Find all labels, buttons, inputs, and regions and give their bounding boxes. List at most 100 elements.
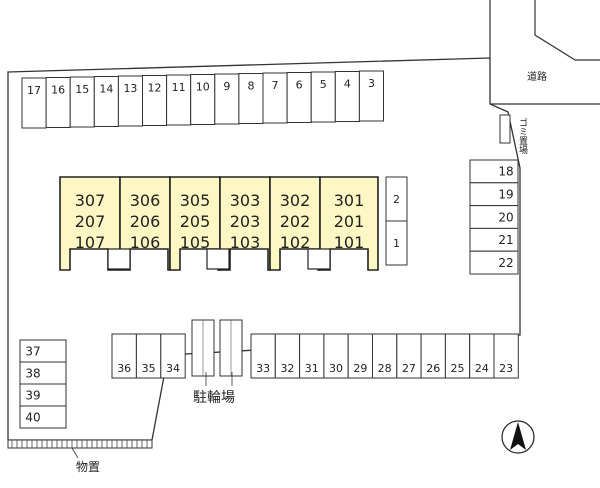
parking-space-25: 25 xyxy=(444,333,471,379)
room-number: 206 xyxy=(130,212,161,231)
room-number: 107 xyxy=(75,233,106,252)
room-number: 102 xyxy=(280,233,311,252)
space-number: 26 xyxy=(426,362,440,375)
space-number: 35 xyxy=(142,362,156,375)
parking-space-33: 33 xyxy=(250,333,276,379)
room-number: 207 xyxy=(75,212,106,231)
parking-space-21: 21 xyxy=(469,227,519,252)
parking-space-5: 5 xyxy=(310,71,336,123)
road: 道路 xyxy=(489,0,600,105)
garbage-area: ゴミ置場 xyxy=(499,114,528,155)
space-number: 39 xyxy=(25,388,40,402)
parking-space-23: 23 xyxy=(493,333,519,379)
parking-space-39: 39 xyxy=(19,383,67,407)
room-number: 305 xyxy=(180,191,211,210)
parking-space-29: 29 xyxy=(347,333,374,379)
space-number: 21 xyxy=(498,233,513,247)
left-parking-column: 37 38 39 40 xyxy=(19,339,67,429)
space-number: 17 xyxy=(27,84,41,97)
garbage-label: ゴミ置場 xyxy=(517,117,528,155)
space-number: 11 xyxy=(172,81,186,94)
room-number: 101 xyxy=(334,233,365,252)
parking-space-35: 35 xyxy=(135,333,162,379)
space-number: 18 xyxy=(498,165,513,179)
room-number: 307 xyxy=(75,191,106,210)
space-number: 4 xyxy=(344,78,351,91)
parking-space-15: 15 xyxy=(69,76,95,128)
unit-301: 301 201 101 xyxy=(319,176,379,271)
room-number: 201 xyxy=(334,212,365,231)
space-number: 29 xyxy=(353,362,367,375)
space-number: 31 xyxy=(305,362,319,375)
room-number: 203 xyxy=(230,212,261,231)
road-label: 道路 xyxy=(527,70,547,83)
space-number: 19 xyxy=(498,188,513,202)
parking-space-8: 8 xyxy=(238,73,264,124)
parking-space-13: 13 xyxy=(117,75,144,127)
space-number: 13 xyxy=(123,82,137,95)
parking-space-17: 17 xyxy=(21,77,47,129)
storage-label: 物置 xyxy=(76,460,100,474)
side-parking-column: 21 xyxy=(385,176,408,266)
space-number: 14 xyxy=(99,83,113,96)
space-number: 6 xyxy=(296,79,303,92)
space-number: 8 xyxy=(247,80,254,93)
parking-space-34: 34 xyxy=(160,333,186,379)
space-number: 15 xyxy=(75,83,89,96)
room-number: 106 xyxy=(130,233,161,252)
parking-space-9: 9 xyxy=(214,73,240,125)
north-arrow-icon xyxy=(501,420,535,454)
room-number: 306 xyxy=(130,191,161,210)
parking-space-22: 22 xyxy=(469,250,519,275)
parking-space-24: 24 xyxy=(469,333,495,379)
space-number: 20 xyxy=(498,210,513,224)
parking-space-14: 14 xyxy=(93,76,119,127)
room-number: 303 xyxy=(230,191,261,210)
space-number: 22 xyxy=(498,256,513,270)
space-number: 25 xyxy=(451,362,465,375)
parking-space-6: 6 xyxy=(286,72,312,123)
space-number: 30 xyxy=(329,362,343,375)
parking-space-12: 12 xyxy=(142,75,168,126)
parking-space-38: 38 xyxy=(19,361,67,385)
parking-space-37: 37 xyxy=(19,339,67,363)
parking-space-10: 10 xyxy=(190,74,216,125)
apartment-building: 3072071073062061063052051053032031033022… xyxy=(59,176,379,271)
room-number: 202 xyxy=(280,212,311,231)
space-number: 38 xyxy=(25,366,40,380)
parking-space-26: 26 xyxy=(420,333,446,379)
space-number: 37 xyxy=(25,344,40,358)
unit-307: 307 207 107 xyxy=(59,176,121,271)
parking-space-1: 1 xyxy=(385,220,408,266)
room-number: 301 xyxy=(334,191,365,210)
storage-area: 物置 xyxy=(7,439,153,474)
bicycle-label: 駐輪場 xyxy=(193,389,235,406)
parking-space-3: 3 xyxy=(358,70,384,122)
parking-space-40: 40 xyxy=(19,405,67,429)
space-number: 28 xyxy=(378,362,392,375)
space-number: 40 xyxy=(25,410,40,424)
space-number: 10 xyxy=(196,81,210,94)
parking-space-19: 19 xyxy=(469,182,519,207)
space-number: 7 xyxy=(272,79,279,92)
parking-space-30: 30 xyxy=(323,333,349,379)
space-number: 3 xyxy=(368,77,375,90)
parking-space-20: 20 xyxy=(469,205,519,229)
space-number: 1 xyxy=(393,237,400,250)
parking-space-7: 7 xyxy=(262,72,288,124)
space-number: 5 xyxy=(320,78,327,91)
parking-space-28: 28 xyxy=(372,333,398,379)
parking-space-4: 4 xyxy=(334,71,360,122)
space-number: 27 xyxy=(402,362,416,375)
space-number: 12 xyxy=(148,82,162,95)
parking-space-18: 18 xyxy=(469,159,519,184)
parking-space-32: 32 xyxy=(274,333,301,379)
parking-space-11: 11 xyxy=(166,74,192,126)
